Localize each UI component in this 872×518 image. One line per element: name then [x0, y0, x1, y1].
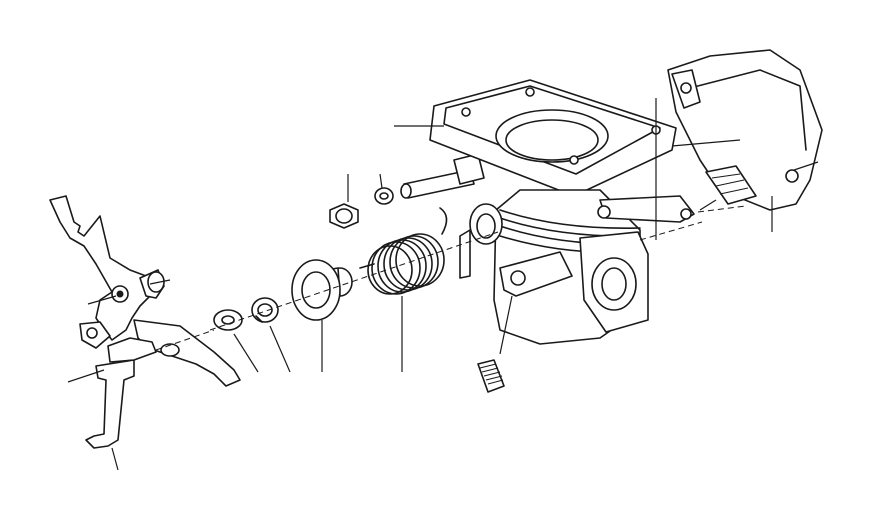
nut	[329, 203, 359, 229]
leader-line	[699, 199, 717, 211]
stop-screw	[400, 153, 485, 199]
leader-line	[499, 295, 513, 355]
throttle-lever	[49, 195, 241, 449]
leader-line	[67, 369, 105, 383]
washer	[213, 309, 243, 331]
leader-line	[233, 333, 259, 373]
leader-line	[269, 325, 291, 373]
leader-line	[149, 279, 171, 285]
assembly-axis	[209, 231, 499, 331]
return-spring	[359, 207, 448, 295]
axis-line	[697, 205, 747, 213]
circlip	[251, 297, 279, 323]
throttle-housing-cover-plate	[429, 79, 677, 197]
axis-line	[639, 221, 703, 241]
leader-line	[111, 447, 119, 471]
bushing	[291, 259, 353, 321]
leader-line	[793, 161, 819, 171]
assembly-axis	[155, 329, 215, 351]
leader-line	[87, 295, 117, 305]
throttle-position-switch	[667, 49, 823, 211]
lock-washer	[374, 187, 394, 205]
adjusting-screw	[477, 359, 505, 393]
leader-line	[379, 173, 383, 189]
leader-line	[671, 139, 741, 147]
throttle-body	[459, 189, 695, 345]
